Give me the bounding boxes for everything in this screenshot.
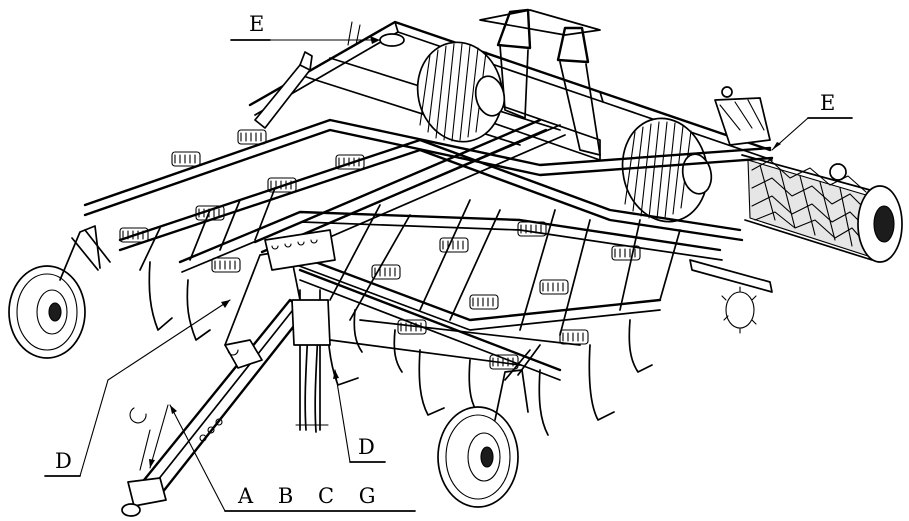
center-bolt-plate [264, 229, 336, 271]
center-stand [291, 289, 331, 431]
center-tower [469, 8, 601, 161]
label-d-center: D [358, 435, 375, 459]
shank-springs [119, 129, 641, 370]
main-frame [83, 51, 774, 381]
rear-packer-wheel-center [416, 41, 506, 143]
right-disc [689, 259, 773, 334]
drawbar [121, 249, 307, 517]
label-d-left: D [55, 449, 72, 473]
label-e-right: E [820, 91, 836, 115]
left-gauge-wheel [8, 225, 111, 359]
front-gauge-wheel [437, 344, 541, 508]
label-abcg: A B C G [238, 484, 376, 508]
callout-leaders [44, 36, 853, 512]
label-e-top: E [249, 12, 265, 36]
right-lift-assembly [714, 86, 771, 146]
spiral-roller [741, 154, 903, 263]
